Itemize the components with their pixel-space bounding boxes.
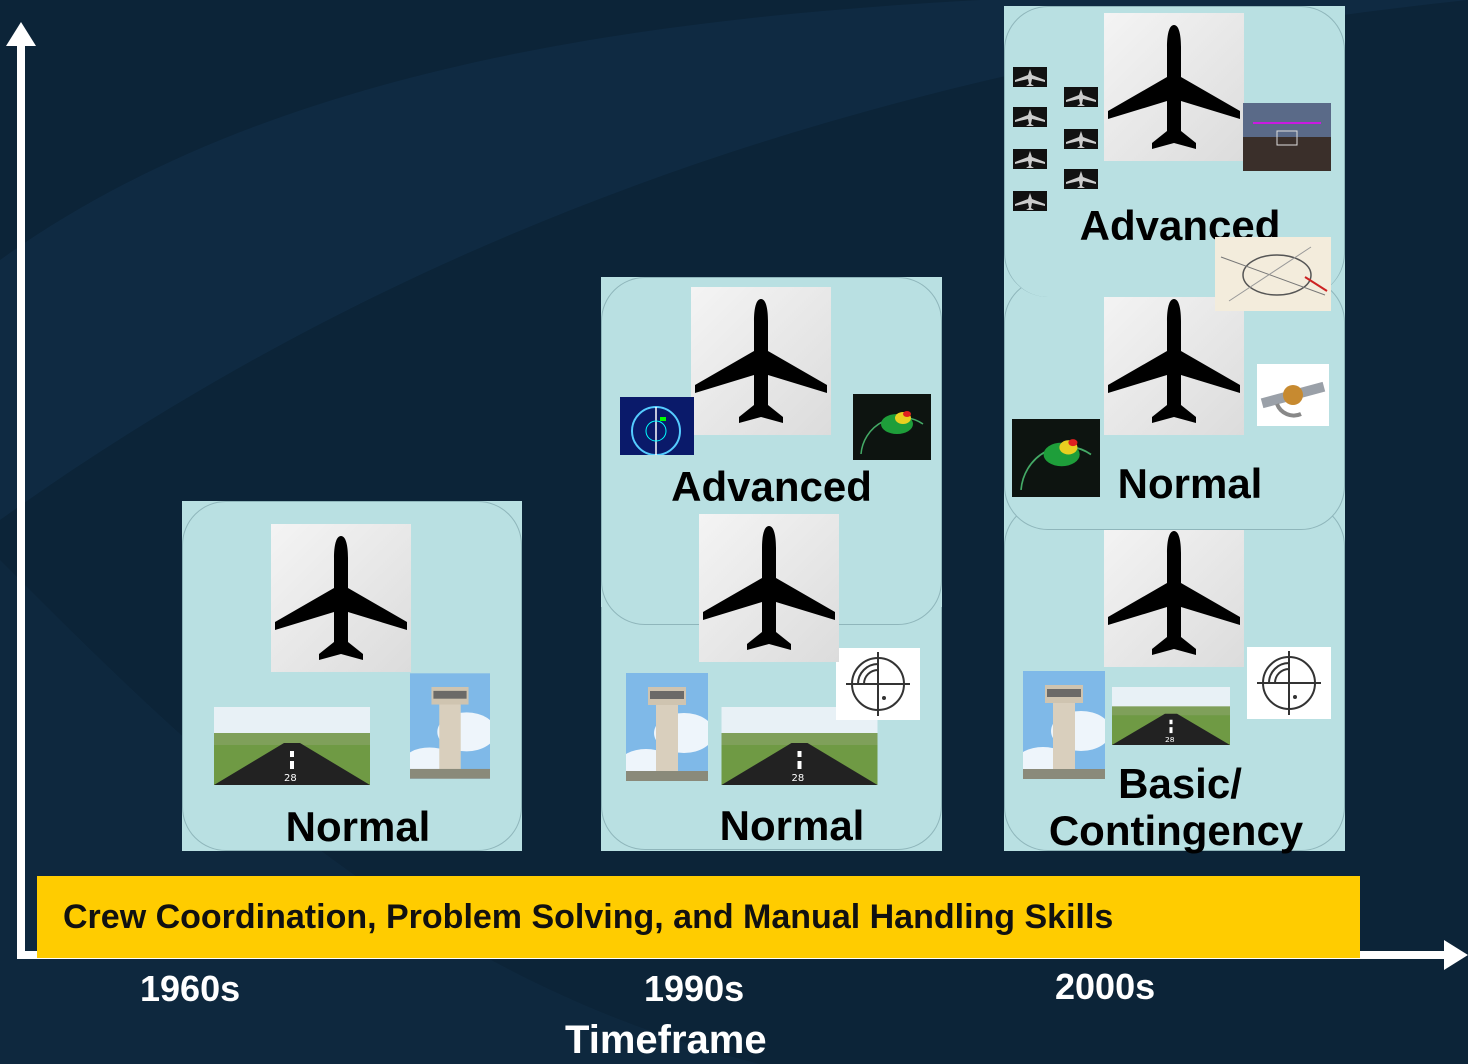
radar-scope-icon [1247, 647, 1331, 719]
aircraft-icon [271, 524, 411, 672]
tier-label-line1: Basic/ [1118, 760, 1242, 807]
x-tick-1990s: 1990s [644, 968, 745, 1009]
column-1990s: Normal Advanced [601, 277, 942, 851]
weather-radar-icon [1012, 419, 1100, 497]
tier-advanced-1990s: Advanced [601, 277, 942, 662]
tier-normal-1960s: Normal [182, 501, 522, 851]
x-tick-2000s: 2000s [1055, 966, 1156, 1007]
aircraft-icon [699, 514, 839, 662]
tier-advanced-2000s: Advanced [1004, 6, 1345, 297]
tier-label: Advanced [671, 463, 872, 510]
aircraft-icon [1104, 287, 1244, 435]
aircraft-icon [1104, 13, 1244, 161]
tier-label: Normal [1117, 460, 1263, 507]
aircraft-mini-icon [1013, 191, 1047, 211]
tier-label: Normal [719, 802, 865, 849]
x-tick-1960s: 1960s [140, 968, 241, 1009]
x-axis-title: Timeframe [565, 1018, 767, 1062]
aircraft-icon [691, 287, 831, 435]
tier-normal-2000s: Normal [1004, 278, 1345, 530]
aircraft-mini-icon [1013, 67, 1047, 87]
aircraft-mini-icon [1064, 129, 1098, 149]
tier-basic-contingency-2000s: Basic/ Contingency [1004, 502, 1345, 854]
approach-chart-icon [1215, 237, 1331, 311]
tier-label: Normal [285, 803, 431, 850]
tier-label-line2: Contingency [1048, 807, 1304, 854]
aircraft-mini-icon [1064, 87, 1098, 107]
skills-banner: Crew Coordination, Problem Solving, and … [37, 876, 1360, 958]
radar-scope-icon [836, 648, 920, 720]
weather-radar-icon [853, 394, 931, 460]
runway-icon [214, 707, 370, 785]
control-tower-icon [626, 673, 708, 781]
aircraft-icon [1104, 519, 1244, 667]
column-1960s: Normal [182, 501, 522, 851]
control-tower-icon [410, 672, 490, 780]
aircraft-mini-icon [1064, 169, 1098, 189]
runway-icon [1112, 687, 1230, 745]
aircraft-mini-icon [1013, 149, 1047, 169]
satellite-icon [1257, 364, 1329, 426]
navigation-display-icon [620, 397, 694, 455]
banner-text: Crew Coordination, Problem Solving, and … [63, 898, 1114, 936]
aircraft-mini-icon [1013, 107, 1047, 127]
head-up-display-icon [1243, 103, 1331, 171]
column-2000s: Basic/ Contingency Normal Advanced [1004, 6, 1345, 854]
